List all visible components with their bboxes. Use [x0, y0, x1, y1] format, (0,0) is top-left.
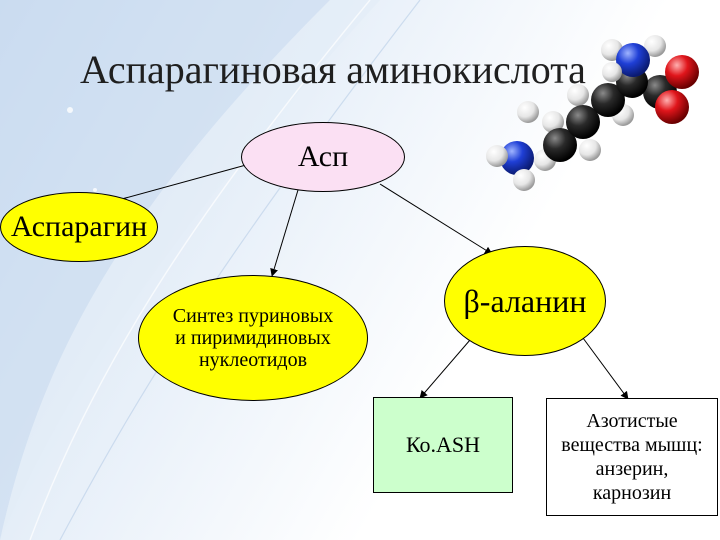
- node-azot-line-3: анзерин,: [595, 458, 669, 480]
- node-azot-line-4: карнозин: [592, 482, 672, 504]
- node-synthesis-line-2: и пиримидиновых: [175, 327, 331, 349]
- node-coa: Ко.ASH: [373, 397, 513, 493]
- node-coa-label: Ко.ASH: [405, 432, 481, 457]
- node-asparagin-label: Аспарагин: [10, 210, 148, 243]
- slide-title: Аспарагиновая аминокислота: [80, 47, 586, 92]
- arrow-alanin-to-azot: [582, 337, 629, 400]
- node-azot-line-2: вещества мышц:: [561, 434, 703, 456]
- arrow-alanin-to-koa: [419, 339, 471, 399]
- node-synthesis-line-3: нуклеотидов: [198, 349, 308, 371]
- node-beta-alanine: β-аланин: [444, 246, 606, 356]
- node-beta-alanine-label: β-аланин: [463, 282, 587, 319]
- node-muscle-nitrogen-compounds: Азотистые вещества мышц: анзерин, карноз…: [546, 398, 718, 516]
- node-synthesis-line-1: Синтез пуриновых: [172, 305, 334, 327]
- node-asparagin: Аспарагин: [0, 192, 158, 262]
- node-asp-label: Асп: [297, 140, 349, 173]
- node-azot-line-1: Азотистые: [586, 410, 678, 432]
- arrow-asp-to-alanin: [379, 183, 493, 255]
- node-nucleotide-synthesis: Синтез пуриновых и пиримидиновых нуклеот…: [138, 275, 368, 401]
- arrow-asp-to-synthesis: [270, 189, 299, 277]
- node-asp: Асп: [241, 122, 405, 192]
